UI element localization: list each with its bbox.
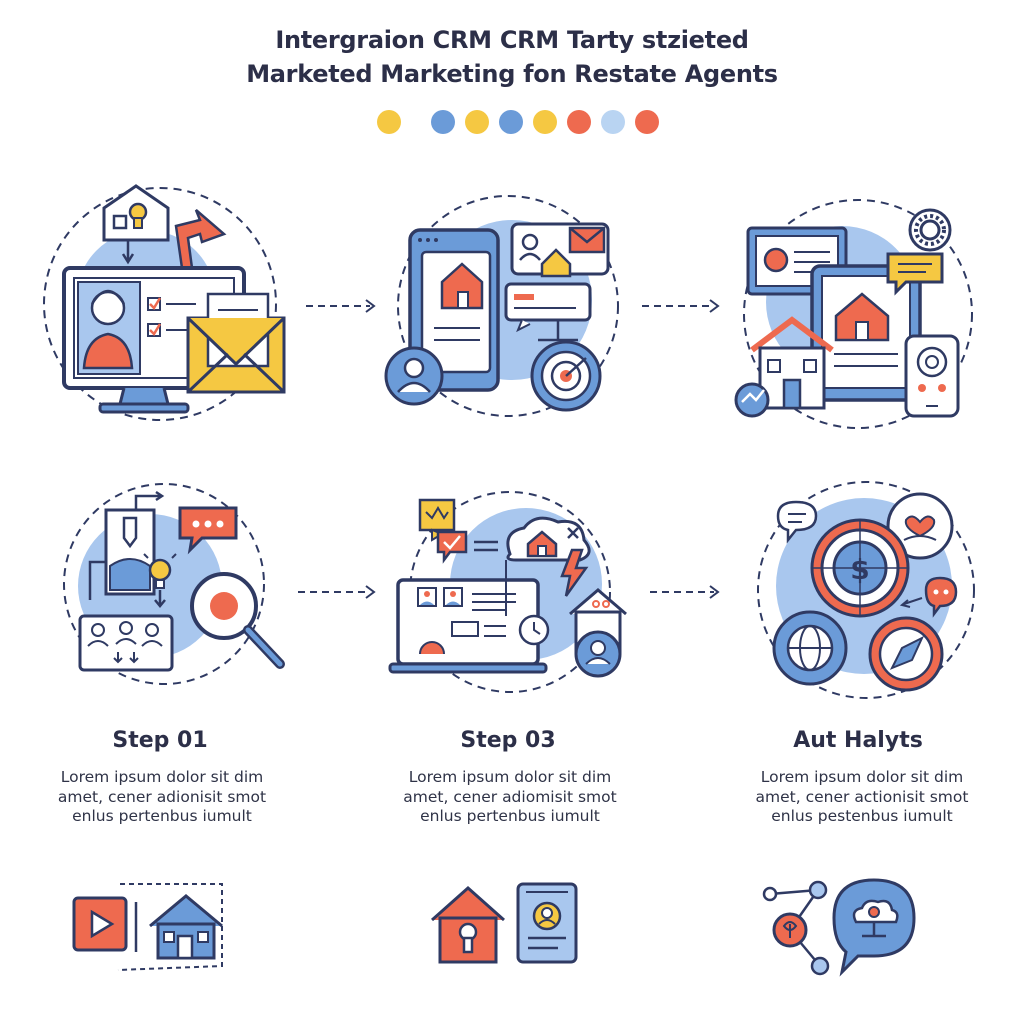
color-dot	[377, 110, 401, 134]
color-dots	[0, 110, 1024, 136]
flow-arrow	[650, 585, 720, 599]
color-dot	[465, 110, 489, 134]
step-title: Aut Halyts	[793, 728, 923, 753]
house-lock-icon	[431, 885, 505, 964]
step-description-line: enlus pestenbus iumult	[771, 807, 953, 825]
mobile-listing-icon	[384, 195, 619, 417]
color-dot	[601, 110, 625, 134]
step-description-line: enlus pertenbus iumult	[420, 807, 600, 825]
analytics-target-icon: $	[757, 481, 975, 699]
step-description-line: enlus pertenbus iumult	[72, 807, 252, 825]
cloud-network-icon	[762, 878, 916, 977]
page-title-line-2: Marketed Marketing fon Restate Agents	[246, 60, 778, 88]
color-dot	[567, 110, 591, 134]
automation-board-icon	[388, 491, 627, 693]
step-description: Lorem ipsum dolor sit dim amet, cener ad…	[360, 768, 660, 827]
step-description: Lorem ipsum dolor sit dim amet, cener ac…	[712, 768, 1012, 827]
step-description-line: Lorem ipsum dolor sit dim	[60, 768, 264, 786]
step-title: Step 01	[112, 728, 208, 753]
color-dot	[533, 110, 557, 134]
step-description-line: Lorem ipsum dolor sit dim	[408, 768, 612, 786]
step-description-line: Lorem ipsum dolor sit dim	[760, 768, 964, 786]
flow-arrow	[298, 585, 376, 599]
flow-arrow	[642, 299, 720, 313]
video-house-icon	[72, 883, 223, 971]
multi-device-property-icon	[734, 199, 973, 429]
crm-dashboard-icon	[43, 184, 286, 421]
flow-arrow	[306, 299, 376, 313]
page-title-line-1: Intergraion CRM CRM Tarty stzieted	[275, 26, 749, 54]
step-description-line: amet, cener adionisit smot	[57, 787, 267, 806]
step-description-line: amet, cener adiomisit smot	[403, 787, 617, 806]
step-title: Step 03	[460, 728, 556, 753]
lead-capture-icon	[63, 483, 285, 685]
color-dot	[431, 110, 455, 134]
agent-card-icon	[516, 882, 578, 964]
color-dot	[499, 110, 523, 134]
step-description-line: amet, cener actionisit smot	[755, 787, 969, 806]
step-description: Lorem ipsum dolor sit dim amet, cener ad…	[12, 768, 312, 827]
color-dot	[635, 110, 659, 134]
